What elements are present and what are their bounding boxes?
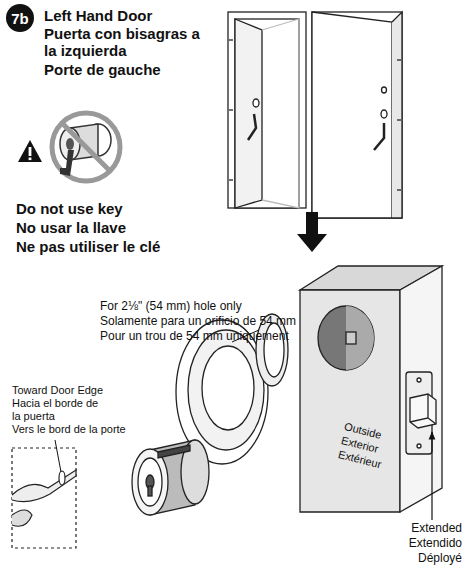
callout-text: Extendido — [380, 537, 462, 551]
step-badge: 7b — [6, 4, 34, 32]
right-door — [312, 12, 402, 218]
left-door-part — [262, 19, 299, 208]
callout-text: Toward Door Edge — [12, 384, 122, 397]
right-door-part — [374, 123, 384, 150]
door-block-part — [318, 306, 374, 370]
door-block-part — [410, 394, 436, 424]
deadbolt-cylinder-part — [148, 486, 152, 496]
left-door-part — [235, 19, 299, 208]
right-door-part — [392, 12, 402, 218]
deadbolt-cylinder-part — [132, 449, 168, 515]
right-door-part — [312, 12, 402, 218]
deadbolt-cylinder — [132, 314, 288, 515]
left-door-part — [248, 114, 256, 140]
door-block — [300, 266, 442, 512]
left-door-part — [229, 179, 233, 180]
step-number: 7b — [11, 10, 29, 27]
door-block-part — [300, 290, 400, 512]
warning-symbol-part — [29, 158, 32, 161]
leader-line — [431, 432, 432, 520]
warning-symbol-part — [29, 147, 32, 156]
heading: Left Hand Door — [44, 7, 224, 24]
left-door-part — [253, 99, 259, 107]
left-door-part — [229, 39, 233, 40]
deadbolt-cylinder-part — [138, 458, 162, 506]
door-block-part — [417, 444, 421, 448]
callout-text: Déployé — [380, 552, 462, 566]
detail-view-part — [12, 448, 76, 548]
down-arrow — [297, 212, 327, 252]
right-door-part — [397, 119, 401, 120]
no-key-symbol-part — [66, 138, 74, 150]
callout-text: Pour un trou de 54 mm uniquement — [100, 330, 320, 344]
callout-text: Extended — [380, 522, 462, 536]
right-door-part — [381, 110, 387, 118]
right-door-part — [312, 12, 392, 218]
heading: Porte de gauche — [44, 61, 224, 78]
door-block-part — [346, 306, 374, 370]
door-block-part — [417, 378, 421, 382]
callout-text: For 2⅛" (54 mm) hole only — [100, 300, 320, 314]
callout-text: Hacia el borde de la puerta — [12, 397, 104, 422]
right-door-part — [397, 189, 401, 190]
no-key-symbol-part — [62, 123, 110, 171]
left-door-part — [229, 109, 233, 110]
door-block-part — [410, 394, 436, 428]
warning-text: No usar la llave — [16, 219, 226, 236]
callout-text: Vers le bord de la porte — [12, 423, 142, 436]
deadbolt-cylinder-part — [188, 330, 264, 450]
warning-text: Do not use key — [16, 200, 226, 217]
no-key-symbol-part — [60, 150, 74, 176]
left-door-part — [228, 12, 306, 208]
left-door — [228, 12, 306, 208]
left-door-part — [235, 19, 262, 208]
right-door-part — [397, 59, 401, 60]
no-key-symbol — [52, 113, 120, 181]
warning-symbol — [18, 140, 42, 162]
detail-view-part — [59, 471, 65, 485]
detail-view-part — [55, 440, 61, 472]
deadbolt-cylinder-part — [202, 346, 254, 430]
right-door-part — [382, 87, 387, 93]
callout-text: Solamente para un orificio de 54 mm — [100, 315, 320, 329]
detail-view-part — [12, 470, 76, 502]
warning-text: Ne pas utiliser le clé — [16, 238, 236, 255]
heading: Puerta con bisagras a la izquierda — [44, 25, 214, 60]
no-key-symbol-part — [52, 113, 120, 181]
door-block-part — [400, 266, 442, 512]
warning-symbol-part — [18, 140, 42, 162]
door-block-part — [346, 332, 356, 344]
deadbolt-cylinder-part — [158, 445, 190, 458]
detail-view-part — [12, 510, 32, 526]
detail-view — [12, 440, 76, 548]
